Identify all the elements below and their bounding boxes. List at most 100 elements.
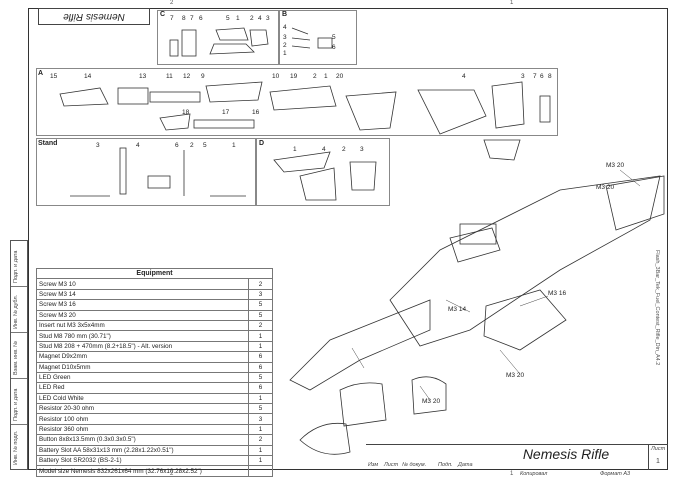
equipment-header: Equipment	[36, 267, 273, 280]
callout: 7	[533, 73, 537, 80]
equipment-item: Model size Nemesis 832x261x64 mm (32.76x…	[36, 465, 249, 477]
assembly-barrel	[289, 299, 431, 391]
callout: 1	[293, 146, 297, 153]
equipment-qty: 3	[248, 288, 273, 301]
callout: 6	[332, 44, 336, 51]
equipment-qty: 6	[248, 361, 273, 373]
callout: 20	[336, 73, 344, 80]
table-row: Model size Nemesis 832x261x64 mm (32.76x…	[36, 465, 273, 477]
part-shape	[539, 95, 551, 123]
equipment-item: Screw M3 20	[36, 309, 249, 321]
part-shape	[181, 29, 197, 57]
equipment-qty: 1	[248, 444, 273, 457]
callout: 8	[182, 15, 186, 22]
equipment-item: Resistor 360 ohm	[36, 423, 249, 436]
equipment-qty: 6	[248, 351, 273, 363]
equipment-item: Resistor 20-30 ohm	[36, 403, 249, 415]
callout: 16	[252, 109, 260, 116]
equipment-qty	[248, 465, 273, 477]
part-shape	[169, 39, 179, 57]
strip-cell: Подп. и дата	[11, 379, 27, 425]
callout: 4	[462, 73, 466, 80]
callout: 4	[258, 15, 262, 22]
equipment-item: Magnet D9x2mm	[36, 351, 249, 363]
equipment-qty: 1	[248, 392, 273, 405]
callout: 7	[190, 15, 194, 22]
stand-assembly	[299, 422, 351, 455]
callout: 5	[332, 34, 336, 41]
equipment-qty: 5	[248, 309, 273, 321]
part-shape	[193, 119, 255, 129]
callout: 6	[175, 142, 179, 149]
callout: M3 20	[422, 398, 441, 405]
callout: 8	[548, 73, 552, 80]
equipment-qty: 2	[248, 434, 273, 446]
part-shape	[249, 29, 269, 47]
drawing-frame	[28, 8, 668, 470]
equipment-qty: 5	[248, 299, 273, 311]
copied-label: Копировал	[520, 471, 548, 477]
equipment-item: LED Green	[36, 371, 249, 384]
part-shape	[317, 37, 333, 49]
callout: 4	[136, 142, 140, 149]
part-shape	[117, 87, 149, 105]
part-shape	[299, 167, 337, 201]
part-shape	[59, 87, 109, 107]
panel-d	[256, 138, 390, 206]
part-shape	[159, 113, 191, 131]
panel-stand	[36, 138, 256, 206]
sheet-number: 1	[656, 458, 660, 465]
callout: 3	[283, 34, 287, 41]
callout: 4	[283, 24, 287, 31]
callout: 19	[290, 73, 298, 80]
equipment-qty: 2	[248, 278, 273, 290]
stand-assembly	[411, 376, 447, 415]
equipment-qty: 1	[248, 330, 273, 342]
callout: 14	[84, 73, 92, 80]
equipment-item: LED Cold White	[36, 392, 249, 405]
callout: 7	[170, 15, 174, 22]
table-header-row: Equipment	[36, 267, 273, 280]
equipment-qty: 5	[248, 403, 273, 415]
equipment-qty: 1	[248, 340, 273, 353]
equipment-qty: 1	[248, 455, 273, 467]
part-shape	[273, 151, 331, 173]
drawing-title: Nemesis Rifle	[522, 446, 610, 462]
callout: 5	[226, 15, 230, 22]
equipment-qty: 5	[248, 371, 273, 384]
part-shape	[149, 91, 201, 103]
callout: 3	[266, 15, 270, 22]
equipment-item: Magnet D10x5mm	[36, 361, 249, 373]
callout: 1	[236, 15, 240, 22]
callout: 2	[283, 42, 287, 49]
panel-b	[279, 10, 357, 65]
equipment-item: Screw M3 14	[36, 288, 249, 301]
callout: M3 20	[606, 162, 625, 169]
panel-c	[157, 10, 279, 65]
equipment-qty: 1	[248, 423, 273, 436]
callout: 2	[190, 142, 194, 149]
sheet-label: Лист	[651, 446, 666, 452]
callout: 1	[324, 73, 328, 80]
callout: 12	[183, 73, 191, 80]
callout: 18	[182, 109, 190, 116]
part-shape	[483, 139, 521, 161]
callout: 2	[313, 73, 317, 80]
strip-cell: Взам. инв. №	[11, 333, 27, 379]
part-shape	[209, 43, 255, 55]
callout: 11	[166, 73, 173, 80]
callout: 2	[250, 15, 254, 22]
callout: 10	[272, 73, 280, 80]
callout: 3	[360, 146, 364, 153]
edge-number: 2	[170, 0, 174, 6]
equipment-item: Button 8x8x13.5mm (0.3x0.3x0.5")	[36, 434, 249, 446]
